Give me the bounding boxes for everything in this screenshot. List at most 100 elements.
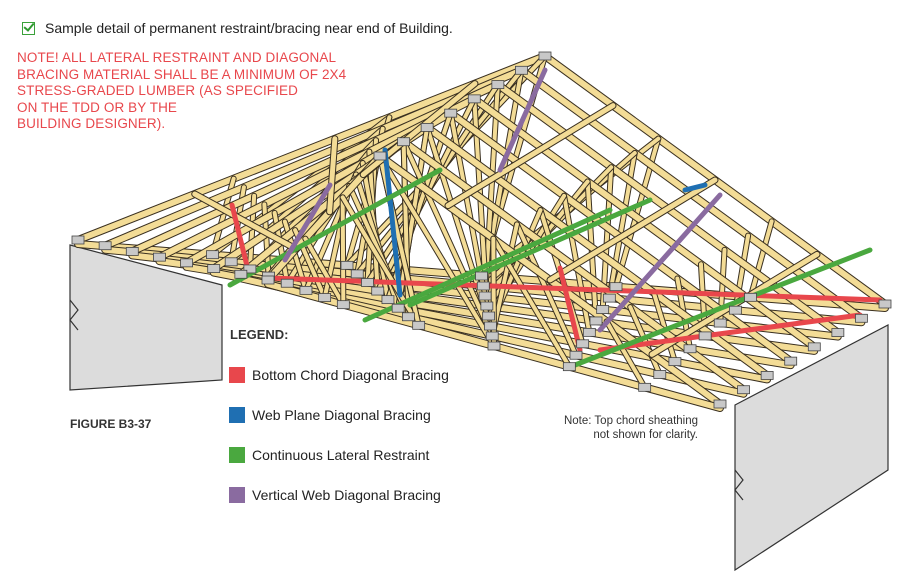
note-line: BUILDING DESIGNER). — [17, 116, 166, 131]
connector-plate — [206, 250, 219, 260]
connector-plate — [638, 382, 652, 392]
legend-item-bottom-chord: Bottom Chord Diagonal Bracing — [229, 367, 449, 383]
connector-plate — [125, 247, 139, 256]
top-lateral-restraint — [327, 136, 338, 215]
continuous-lateral-restraint — [362, 207, 613, 323]
connector-plate — [855, 313, 868, 323]
connector-plate — [280, 278, 294, 288]
note-line: BRACING MATERIAL SHALL BE A MINIMUM OF 2… — [17, 66, 347, 82]
connector-plate — [487, 341, 501, 351]
connector-plate — [609, 282, 623, 292]
connector-plate — [420, 123, 434, 132]
front-wall — [734, 324, 889, 572]
continuous-lateral-restraint — [227, 167, 443, 288]
legend-item-vertical-web: Vertical Web Diagonal Bracing — [229, 487, 441, 503]
back-wall — [69, 244, 223, 391]
figure-label: FIGURE B3-37 — [70, 417, 152, 431]
connector-plate — [153, 252, 166, 262]
vertical-web-diagonal-brace — [282, 182, 333, 263]
vertical-web-diagonal-brace — [497, 67, 548, 173]
vertical-web — [748, 219, 774, 300]
vertical-web — [401, 139, 495, 338]
vertical-web — [378, 154, 496, 348]
legend-swatch — [229, 367, 245, 383]
connector-plate — [180, 258, 193, 268]
connector-plate — [576, 339, 590, 349]
vertical-web — [604, 319, 647, 390]
connector-plate — [698, 331, 712, 341]
vertical-web — [303, 236, 346, 307]
legend-item-lateral-restraint: Continuous Lateral Restraint — [229, 447, 429, 463]
vertical-web — [491, 236, 572, 369]
connector-plate — [484, 321, 497, 331]
connector-plate — [562, 362, 576, 372]
top-lateral-restraint — [547, 177, 718, 283]
connector-plate — [336, 300, 350, 310]
connector-plate — [478, 291, 492, 301]
material-note: NOTE! ALL LATERAL RESTRAINT AND DIAGONAL… — [17, 50, 347, 133]
connector-plate — [538, 51, 552, 61]
vertical-web-diagonal-brace — [597, 192, 723, 333]
connector-plate — [784, 356, 798, 366]
bottom-chord-diagonal-brace — [597, 312, 863, 353]
connector-plate — [381, 295, 395, 305]
connector-plate — [878, 299, 892, 309]
top-lateral-restraint — [192, 191, 299, 252]
bottom-chord-diagonal-brace — [229, 202, 251, 273]
legend-label: Bottom Chord Diagonal Bracing — [252, 367, 449, 383]
connector-plate — [482, 311, 496, 321]
vertical-web — [733, 233, 751, 313]
connector-plate — [485, 331, 499, 341]
caption-row: Sample detail of permanent restraint/bra… — [22, 20, 453, 36]
note-line: STRESS-GRADED LUMBER (AS SPECIFIED — [17, 83, 298, 98]
connector-plates — [71, 51, 892, 409]
diagonal-web — [340, 195, 346, 307]
caption-text: Sample detail of permanent restraint/bra… — [45, 20, 453, 36]
legend-swatch — [229, 447, 245, 463]
connector-plate — [373, 151, 387, 161]
connector-plate — [831, 328, 845, 337]
connector-plate — [569, 350, 583, 360]
connector-plate — [713, 399, 727, 409]
note-line: NOTE! ALL LATERAL RESTRAINT AND DIAGONAL — [17, 50, 337, 65]
connector-plate — [713, 318, 727, 328]
connector-plate — [515, 65, 528, 75]
connector-plate — [491, 80, 505, 89]
legend-item-web-plane: Web Plane Diagonal Bracing — [229, 407, 431, 423]
connector-plate — [318, 293, 332, 302]
top-lateral-restraint — [445, 103, 616, 209]
connector-plate — [683, 344, 697, 354]
legend-label: Web Plane Diagonal Bracing — [252, 407, 431, 423]
bottom-chord-diagonal-brace — [557, 265, 583, 353]
connector-plate — [475, 271, 488, 281]
legend-title: LEGEND: — [230, 327, 289, 342]
legend-label: Continuous Lateral Restraint — [252, 447, 430, 463]
connector-plate — [444, 108, 458, 118]
connector-plate — [371, 286, 385, 296]
connector-plate — [350, 269, 364, 279]
connector-plate — [476, 281, 490, 291]
vertical-web — [628, 305, 662, 377]
vertical-web — [483, 82, 500, 298]
connector-plate — [602, 293, 616, 303]
connector-plate — [412, 320, 426, 330]
connector-plate — [760, 371, 774, 380]
continuous-lateral-restraint — [572, 247, 873, 368]
connector-plate — [361, 278, 374, 287]
legend-swatch — [229, 407, 245, 423]
connector-plate — [737, 385, 750, 395]
connector-plate — [402, 312, 415, 322]
connector-plate — [589, 316, 603, 326]
legend-swatch — [229, 487, 245, 503]
connector-plate — [98, 241, 112, 251]
connector-plate — [728, 305, 742, 315]
connector-plate — [807, 342, 821, 352]
connector-plate — [596, 305, 610, 314]
connector-plate — [340, 260, 354, 270]
connector-plate — [261, 275, 275, 285]
legend-label: Vertical Web Diagonal Bracing — [252, 487, 441, 503]
web-plane-diagonal-brace — [382, 147, 403, 298]
connector-plate — [391, 303, 405, 313]
sheathing-note-line: not shown for clarity. — [593, 429, 698, 441]
